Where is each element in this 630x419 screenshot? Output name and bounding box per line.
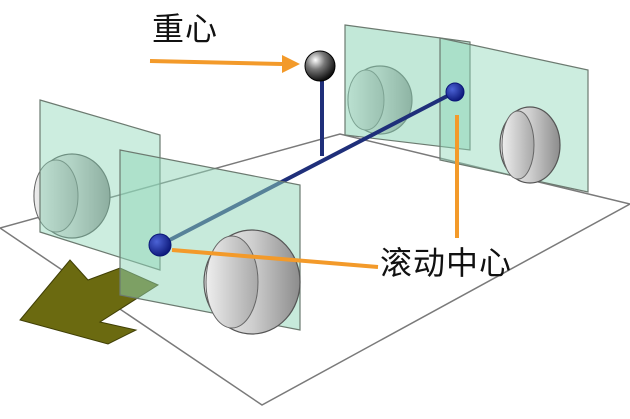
rear-roll-plane bbox=[344, 24, 471, 151]
rear-left-wheel bbox=[33, 153, 111, 239]
cg-ball-icon bbox=[304, 50, 336, 82]
roll-center-label: 滚动中心 bbox=[380, 244, 513, 282]
front-left-wheel bbox=[203, 229, 301, 335]
cg-leader-arrowhead bbox=[282, 55, 300, 73]
roll-center-leader-front bbox=[171, 248, 379, 269]
rear-roll-center-dot bbox=[445, 82, 465, 102]
center-of-gravity-label: 重心 bbox=[152, 10, 219, 48]
front-right-wheel bbox=[499, 106, 561, 184]
cg-leader-line bbox=[149, 59, 283, 66]
front-roll-center-dot bbox=[148, 233, 172, 257]
